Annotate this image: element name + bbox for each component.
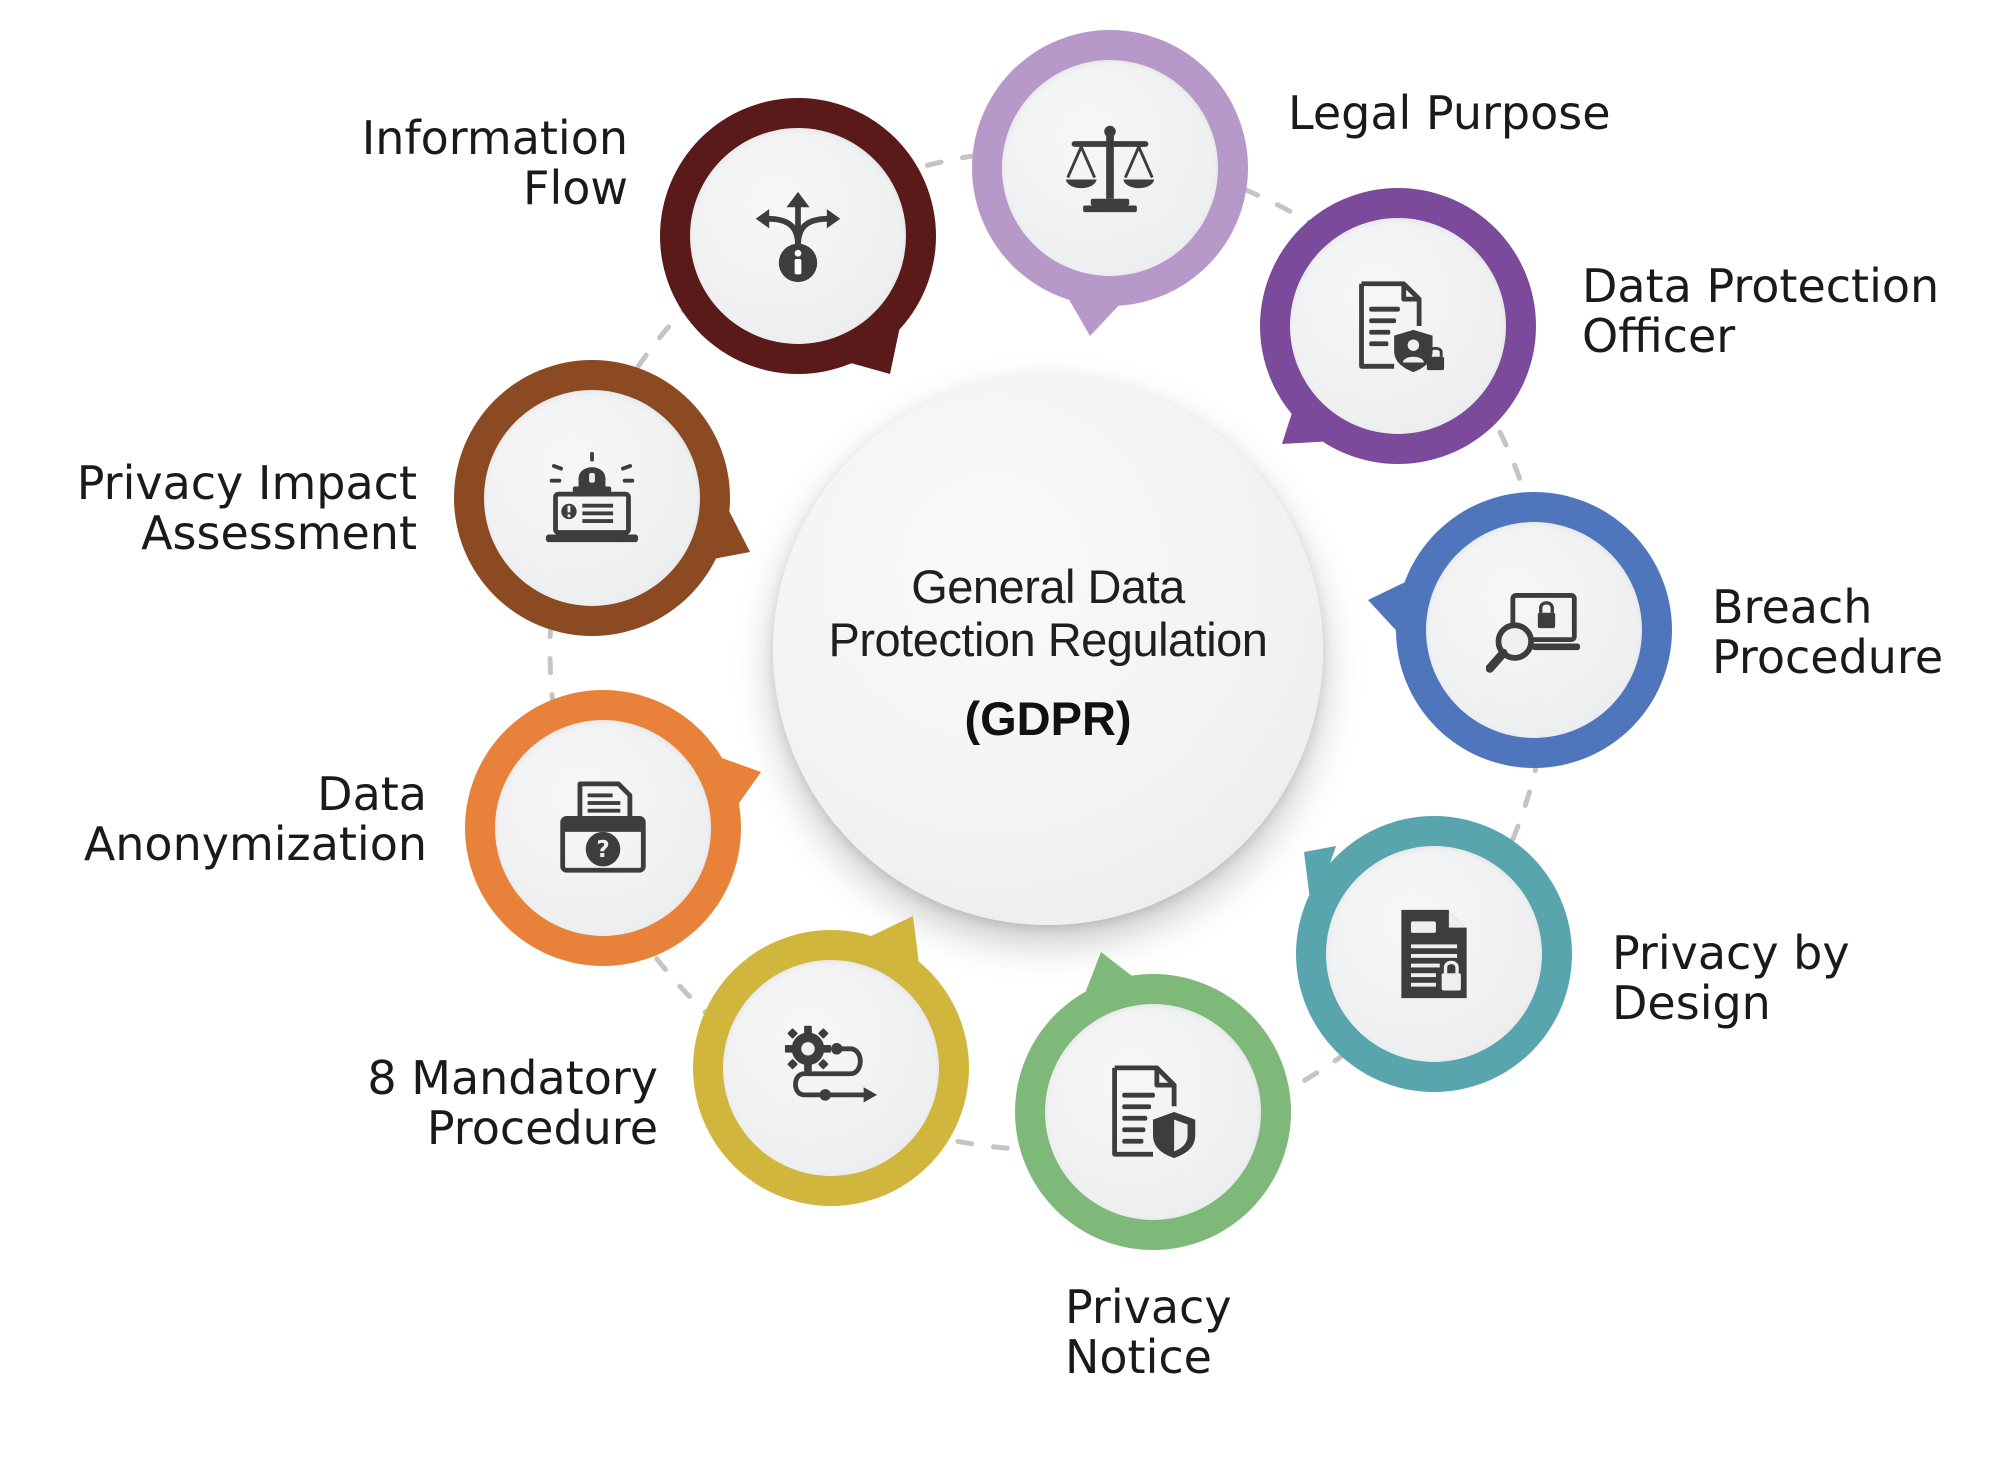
center-title: General Data Protection Regulation [773, 560, 1323, 666]
label-line: Privacy Impact [76, 456, 417, 510]
label-line: Data [317, 767, 427, 821]
bubble-inner [1290, 218, 1506, 434]
label-line: Officer [1582, 309, 1736, 363]
label-privacy-impact-assessment: Privacy Impact Assessment [77, 458, 417, 558]
bubble-inner [1326, 846, 1542, 1062]
label-line: 8 Mandatory [367, 1051, 658, 1105]
label-line: Procedure [1712, 630, 1944, 684]
document-shield-icon [1112, 1065, 1196, 1159]
label-line: Information [361, 111, 628, 165]
bubble-inner [690, 128, 906, 344]
gear-workflow-icon [784, 1025, 878, 1103]
label-line: Notice [1065, 1330, 1212, 1384]
laptop-alert-icon [545, 451, 639, 543]
bubble-inner [723, 960, 939, 1176]
label-information-flow: Information Flow [362, 113, 628, 213]
branching-arrows-info-icon [755, 191, 841, 283]
node-privacy-impact-assessment [454, 360, 750, 636]
bubble-inner [1002, 60, 1218, 276]
label-line: Privacy by [1612, 926, 1850, 980]
bubble-inner [1426, 522, 1642, 738]
document-shield-person-icon [1359, 281, 1445, 373]
node-8-mandatory-procedure [693, 916, 969, 1206]
bubble-inner: ? [495, 720, 711, 936]
label-line: Procedure [426, 1101, 658, 1155]
label-line: Data Protection [1582, 259, 1940, 313]
svg-text:?: ? [596, 837, 609, 863]
node-privacy-by-design [1296, 816, 1572, 1092]
center-subtitle: (GDPR) [964, 692, 1132, 745]
node-legal-purpose [972, 30, 1248, 336]
label-line: Assessment [141, 506, 417, 560]
laptop-magnifier-lock-icon [1486, 593, 1581, 673]
scales-of-justice-icon [1065, 125, 1155, 213]
node-information-flow [660, 98, 936, 374]
label-line: Privacy [1065, 1280, 1232, 1334]
label-breach-procedure: Breach Procedure [1712, 582, 1943, 682]
label-8-mandatory-procedure: 8 Mandatory Procedure [367, 1053, 658, 1153]
label-privacy-by-design: Privacy by Design [1612, 928, 1850, 1028]
label-legal-purpose: Legal Purpose [1288, 88, 1611, 138]
printer-question-icon: ? [560, 781, 646, 873]
label-privacy-notice: Privacy Notice [1065, 1282, 1232, 1382]
label-data-protection-officer: Data Protection Officer [1582, 261, 1939, 361]
label-line: Design [1612, 976, 1771, 1030]
node-data-protection-officer [1260, 188, 1536, 464]
label-line: Legal Purpose [1288, 86, 1611, 140]
label-data-anonymization: Data Anonymization [84, 769, 427, 869]
document-lock-icon [1401, 909, 1467, 999]
center-title-line-2: Protection Regulation [828, 613, 1268, 666]
node-breach-procedure [1368, 492, 1672, 768]
node-privacy-notice [1015, 952, 1291, 1250]
bubble-inner [484, 390, 700, 606]
label-line: Breach [1712, 580, 1873, 634]
label-line: Flow [522, 161, 628, 215]
label-line: Anonymization [83, 817, 427, 871]
center-circle [773, 375, 1323, 925]
node-data-anonymization: ? [465, 690, 761, 966]
center-title-line-1: General Data [911, 560, 1185, 613]
bubble-inner [1045, 1004, 1261, 1220]
